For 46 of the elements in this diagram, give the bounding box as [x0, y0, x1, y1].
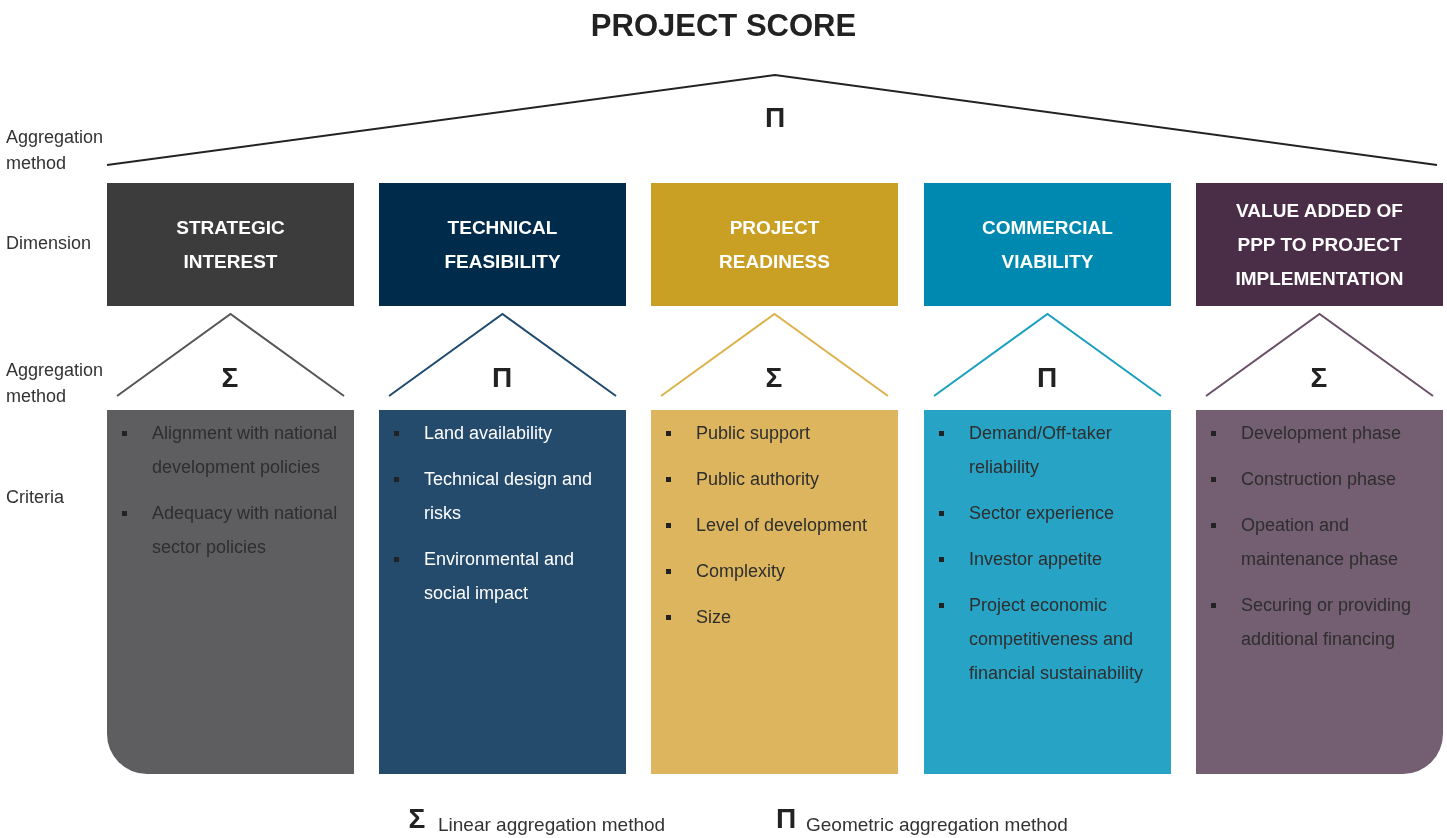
bullet-text: Opeation and maintenance phase — [1241, 515, 1399, 569]
dimension-box — [379, 183, 626, 306]
row-label: Aggregation method — [6, 126, 105, 175]
criteria-panel — [379, 410, 626, 774]
legend-text: Linear aggregation method — [438, 814, 666, 836]
criteria-panel — [651, 410, 898, 774]
criteria-panel — [1196, 410, 1443, 774]
bullet-text: Securing or providing additional financing — [1241, 595, 1412, 649]
dimension-box — [924, 183, 1171, 306]
sum-symbol: Σ — [1309, 362, 1329, 394]
dimension-box — [1196, 183, 1443, 306]
bullet-text: Level of development — [696, 515, 868, 535]
sum-symbol: Σ — [764, 362, 784, 394]
row-label: Criteria — [6, 486, 65, 509]
legend-text: Geometric aggregation method — [806, 814, 1068, 836]
bullet-text: Project economic competitiveness and financial sustainability — [969, 595, 1144, 683]
title: PROJECT SCORE — [589, 8, 858, 44]
row-label: Aggregation method — [6, 359, 105, 408]
criteria-panel — [924, 410, 1171, 774]
bullet-text: Development phase — [1241, 423, 1402, 443]
dimension-title: COMMERCIAL VIABILITY — [981, 215, 1114, 274]
product-symbol: Π — [763, 102, 787, 134]
bullet-text: Investor appetite — [969, 549, 1103, 569]
bullet-text: Public authority — [696, 469, 820, 489]
sum-symbol: Σ — [407, 803, 427, 835]
row-label: Dimension — [6, 232, 93, 255]
bullet-text: Public support — [696, 423, 811, 443]
dimension-title: TECHNICAL FEASIBILITY — [443, 215, 562, 274]
bullet-text: Land availability — [424, 423, 553, 443]
product-symbol: Π — [1035, 362, 1059, 394]
bullet-text: Environmental and social impact — [424, 549, 575, 603]
bullet-text: Technical design and risks — [424, 469, 593, 523]
dimension-box — [651, 183, 898, 306]
bullet-text: Construction phase — [1241, 469, 1397, 489]
dimension-box — [107, 183, 354, 306]
product-symbol: Π — [774, 803, 798, 835]
bullet-text: Complexity — [696, 561, 786, 581]
dimension-title: PROJECT READINESS — [718, 215, 831, 274]
criteria-panel — [107, 410, 354, 774]
dimension-title: STRATEGIC INTEREST — [175, 215, 286, 274]
bullet-text: Size — [696, 607, 731, 627]
bullet-text: Demand/Off-taker reliability — [969, 423, 1112, 477]
sum-symbol: Σ — [220, 362, 240, 394]
bullet-text: Sector experience — [969, 503, 1115, 523]
product-symbol: Π — [490, 362, 514, 394]
dimension-title: VALUE ADDED OF PPP TO PROJECT IMPLEMENTATION — [1235, 198, 1404, 291]
